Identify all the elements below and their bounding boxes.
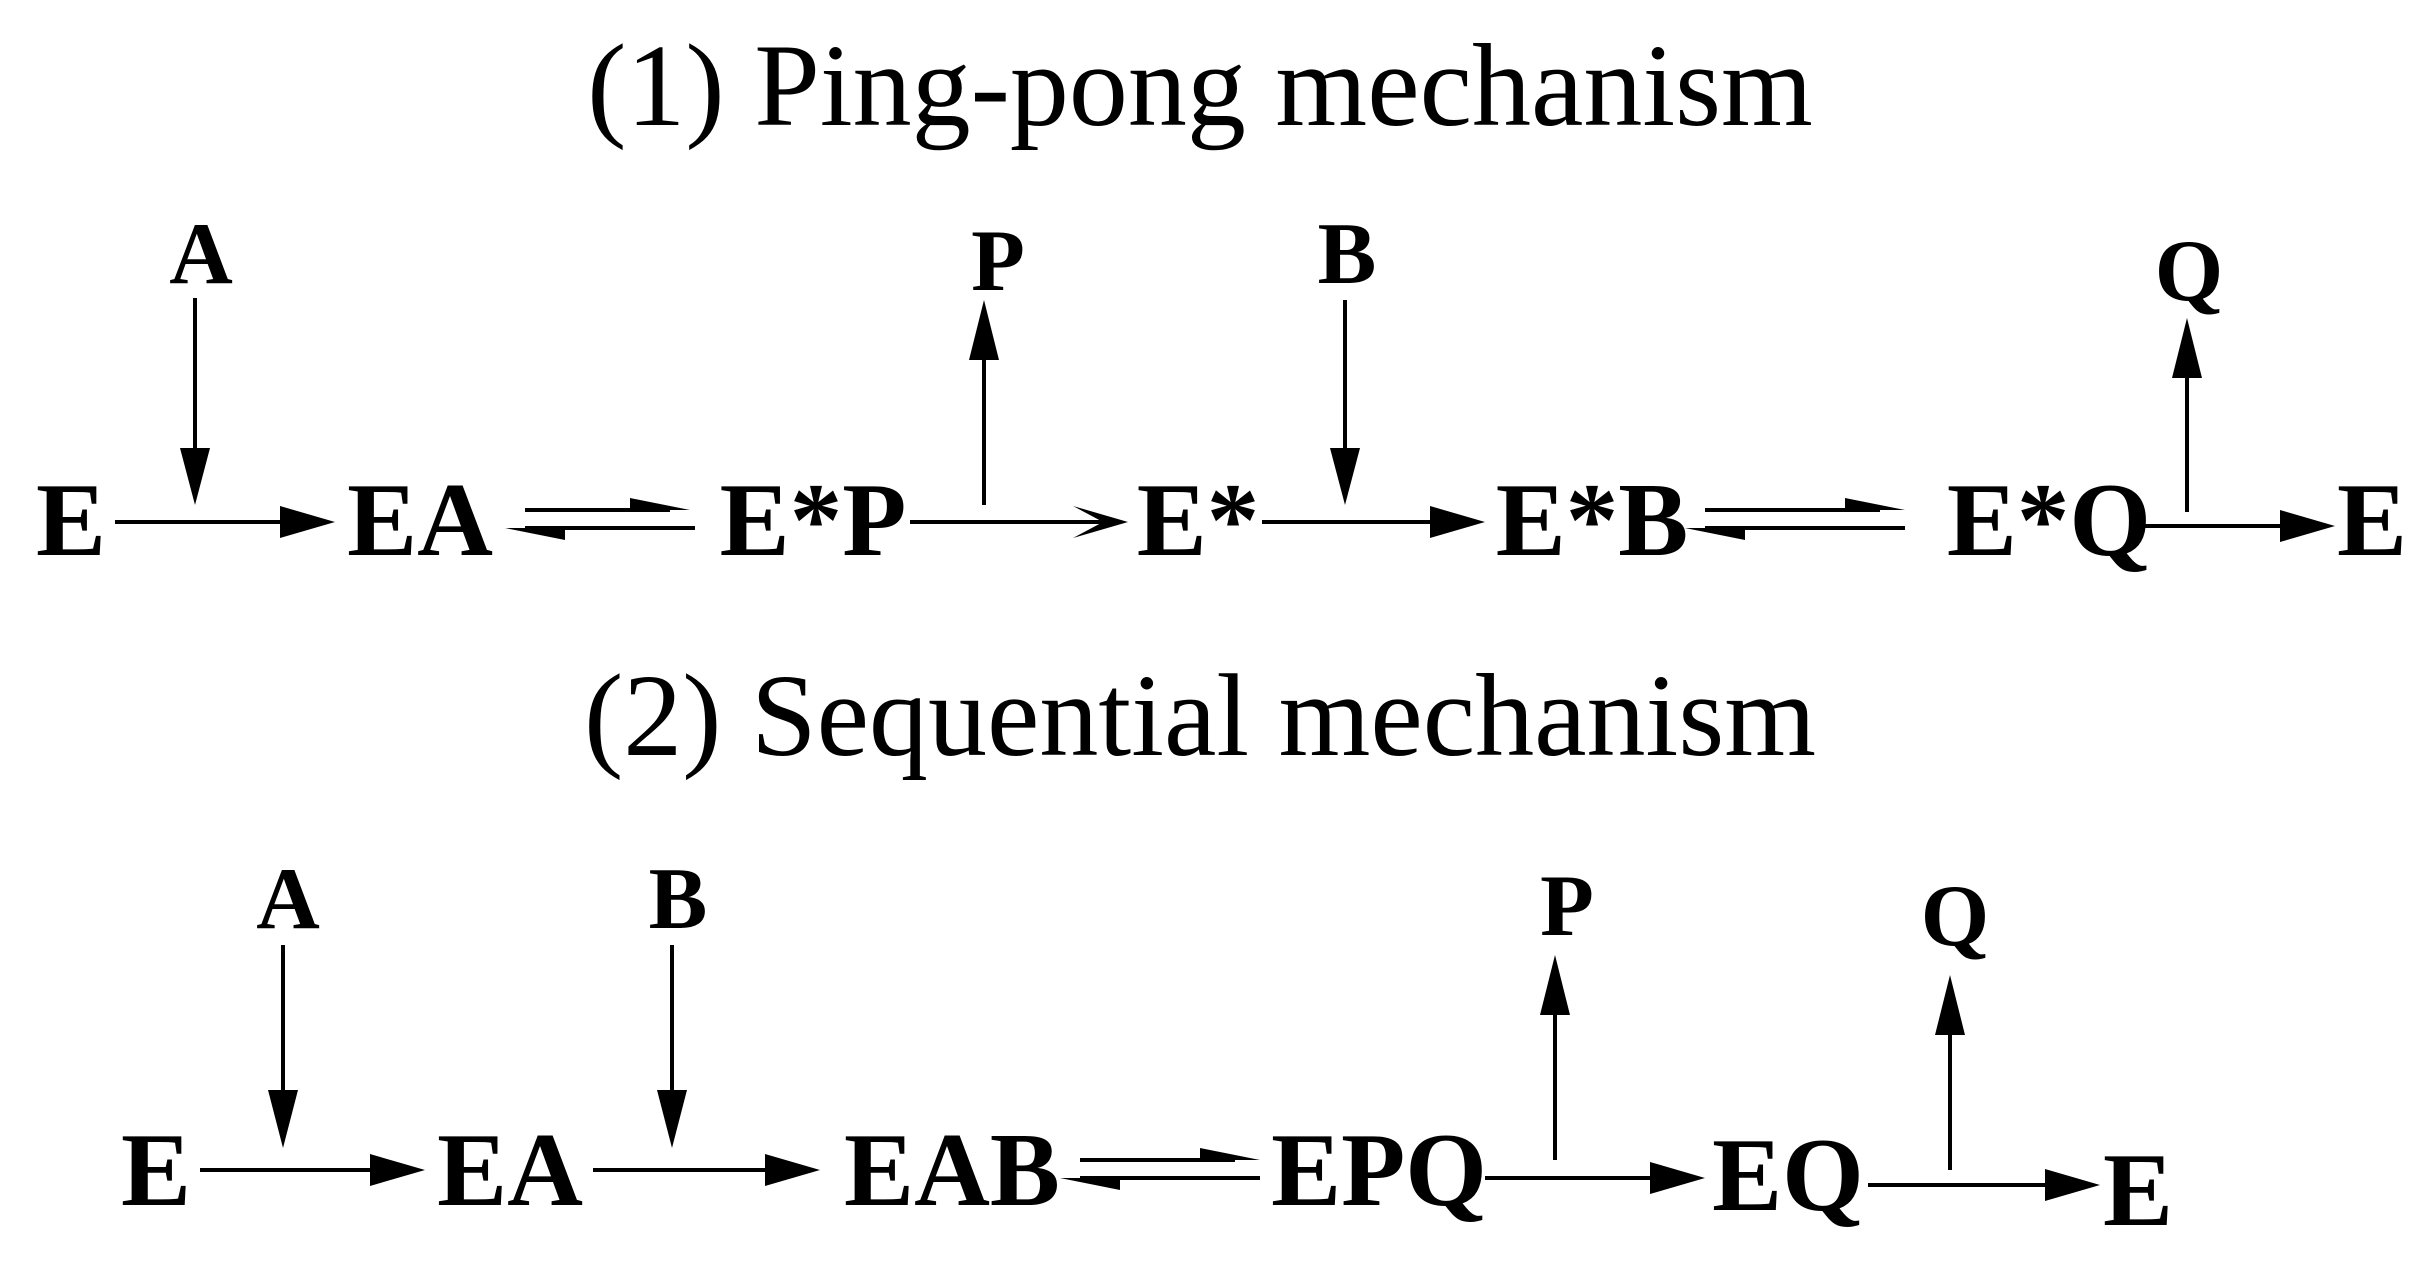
product-Q-label: Q [1921,868,1989,965]
arrowhead-right-icon [280,506,335,538]
arrowhead-right-icon [2280,510,2335,542]
substrate-A-label: A [256,851,320,948]
arrowhead-right-icon [1650,1162,1705,1194]
half-arrowhead-right-icon [1845,498,1905,510]
arrowhead-right-icon [1073,506,1128,538]
half-arrowhead-right-icon [630,498,690,510]
species-EstarB: E*B [1496,461,1689,578]
sequential-mechanism: (2) Sequential mechanism E EA EAB EPQ EQ… [121,650,2173,1248]
product-P-label: P [971,213,1025,310]
arrowhead-down-icon [268,1090,298,1148]
product-P-label: P [1540,858,1594,955]
arrowhead-down-icon [180,448,210,505]
species-EPQ: EPQ [1271,1111,1487,1228]
arrowhead-up-icon [969,300,999,360]
substrate-A-label: A [169,206,233,303]
species-EstarQ: E*Q [1947,461,2151,578]
ping-pong-title: (1) Ping-pong mechanism [587,20,1813,151]
species-EstarP: E*P [720,461,907,578]
half-arrowhead-left-icon [505,528,565,540]
ping-pong-mechanism: (1) Ping-pong mechanism E EA E*P E* E*B … [36,20,2407,578]
arrowhead-up-icon [1540,955,1570,1015]
species-E-start: E [36,461,106,578]
species-EA: EA [437,1111,583,1228]
arrowhead-up-icon [2172,318,2202,378]
product-Q-label: Q [2155,223,2223,320]
arrowhead-down-icon [1330,448,1360,505]
sequential-title: (2) Sequential mechanism [584,650,1816,781]
arrowhead-up-icon [1935,975,1965,1035]
half-arrowhead-left-icon [1060,1178,1120,1190]
species-E-start: E [121,1111,191,1228]
arrowhead-down-icon [657,1090,687,1148]
half-arrowhead-left-icon [1685,528,1745,540]
arrowhead-right-icon [765,1154,820,1186]
arrowhead-right-icon [370,1154,425,1186]
arrowhead-right-icon [1430,506,1485,538]
species-EQ: EQ [1712,1116,1864,1233]
species-EAB: EAB [844,1111,1060,1228]
substrate-B-label: B [1318,206,1377,303]
species-EA: EA [347,461,493,578]
species-E-end: E [2337,461,2407,578]
half-arrowhead-right-icon [1200,1148,1260,1160]
arrowhead-right-icon [2045,1169,2100,1201]
species-Estar: E* [1137,461,1260,578]
substrate-B-label: B [649,851,708,948]
species-E-end: E [2103,1131,2173,1248]
